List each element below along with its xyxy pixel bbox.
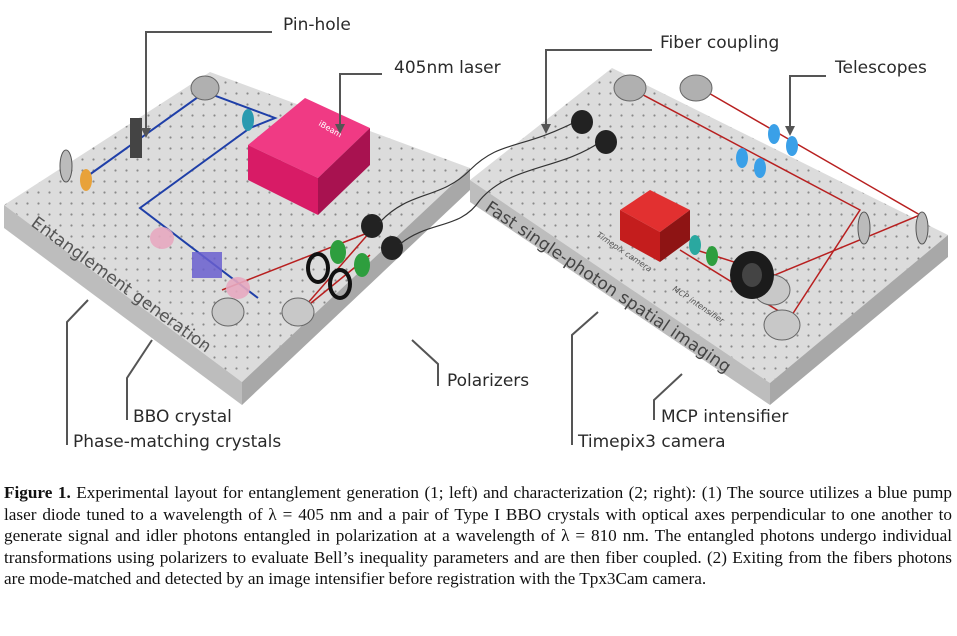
polarizer-icon — [354, 253, 370, 277]
fiber-coupler-icon — [361, 214, 383, 238]
polarizer-icon — [330, 240, 346, 264]
fiber-coupler-icon — [571, 110, 593, 134]
telescope-lens-icon — [786, 136, 798, 156]
fiber-coupler-icon — [381, 236, 403, 260]
lens-icon — [242, 109, 254, 131]
mirror-icon — [613, 74, 647, 102]
pin-hole-mount — [130, 118, 142, 158]
figure-caption: Figure 1. Experimental layout for entang… — [4, 482, 952, 590]
caption-text: Experimental layout for entanglement gen… — [4, 483, 953, 589]
label-pin-hole: Pin-hole — [283, 15, 351, 35]
figure-number: Figure 1. — [4, 483, 71, 502]
bbo-crystal-icon — [192, 252, 222, 278]
label-timepix3-camera: Timepix3 camera — [578, 432, 726, 452]
lens-icon — [689, 235, 701, 255]
label-polarizers: Polarizers — [447, 371, 530, 391]
mirror-icon — [763, 309, 801, 341]
telescope-lens-icon — [736, 148, 748, 168]
callout-lines — [66, 31, 826, 445]
callout-arrowheads — [141, 124, 795, 138]
mirror-icon — [915, 211, 929, 245]
polarizer-ring-icon — [328, 268, 352, 300]
mirror-icon — [59, 149, 73, 183]
experimental-setup-illustration: iBeam Entanglement generation Fast singl… — [4, 31, 948, 445]
label-bbo-crystal: BBO crystal — [133, 407, 232, 427]
photon-beam-right — [689, 87, 922, 276]
optical-fiber — [399, 141, 601, 245]
lens-icon — [706, 246, 718, 266]
mirror-icon — [857, 211, 871, 245]
pump-beam — [81, 90, 278, 299]
label-405nm-laser: 405nm laser — [394, 58, 501, 78]
timepix3-camera-icon — [620, 190, 690, 262]
mirror-icon — [281, 297, 315, 327]
fiber-coupler-icon — [595, 130, 617, 154]
label-mcp-intensifier: MCP intensifier — [661, 407, 789, 427]
mirror-icon — [190, 75, 220, 101]
phase-matching-crystal-icon — [150, 227, 174, 249]
label-telescopes: Telescopes — [835, 58, 927, 78]
mirror-icon — [679, 74, 713, 102]
optical-fiber — [379, 121, 576, 223]
label-fiber-coupling: Fiber coupling — [660, 33, 780, 53]
right-breadboard — [470, 68, 948, 405]
label-phase-matching-crystals: Phase-matching crystals — [73, 432, 282, 452]
mcp-intensifier-icon — [742, 263, 762, 287]
telescope-lens-icon — [754, 158, 766, 178]
lens-icon — [80, 169, 92, 191]
mirror-icon — [211, 297, 245, 327]
telescope-lens-icon — [768, 124, 780, 144]
polarizer-ring-icon — [306, 252, 330, 284]
phase-matching-crystal-icon — [226, 277, 250, 299]
